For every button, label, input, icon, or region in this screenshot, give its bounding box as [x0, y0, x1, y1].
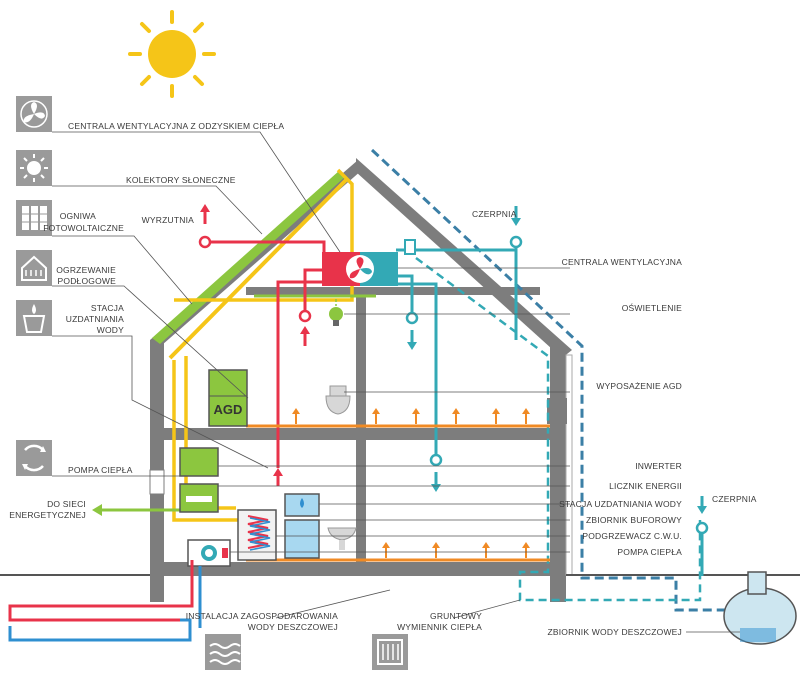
light-wire — [254, 295, 337, 306]
label-zbiornik-deszcz: ZBIORNIK WODY DESZCZOWEJ — [547, 627, 682, 637]
label-pompa-left: POMPA CIEPŁA — [68, 465, 133, 475]
fan-icon — [16, 96, 52, 132]
toilet-icon — [325, 385, 351, 415]
label-stacja-wody: STACJA UZDATNIANIA WODY — [559, 499, 682, 509]
ventilation-ducts — [370, 148, 740, 612]
left-socket — [149, 469, 165, 495]
water-station-icon — [16, 300, 52, 336]
inverter-unit — [179, 447, 219, 477]
label-stacja-2: UZDATNIANIA — [66, 314, 124, 324]
sun-collector-icon — [16, 150, 52, 186]
ground-exchanger-duct — [415, 256, 702, 602]
label-ogniwa-2: FOTOWOLTAICZNE — [43, 223, 124, 233]
window-frame — [565, 354, 573, 576]
label-gruntowy-2: WYMIENNIK CIEPŁA — [397, 622, 482, 632]
label-centrala: CENTRALA WENTYLACYJNA — [562, 257, 683, 267]
ground-exchanger-icon — [372, 634, 408, 670]
grid-arrow-icon — [92, 504, 102, 516]
ventilation-unit — [322, 252, 398, 286]
heat-pump-unit — [187, 539, 231, 567]
label-ogrzewanie-2: PODŁOGOWE — [58, 276, 117, 286]
agd-label: AGD — [214, 402, 243, 417]
label-inwerter: INWERTER — [635, 461, 682, 471]
hot-water-heater — [237, 509, 277, 561]
rainwater-icon — [205, 634, 241, 670]
floor-heating-icon — [16, 250, 52, 286]
label-czerpnia-right: CZERPNIA — [712, 494, 757, 504]
label-ogniwa-1: OGNIWA — [60, 211, 96, 221]
label-stacja-1: STACJA — [91, 303, 124, 313]
sink-icon — [327, 527, 357, 550]
label-licznik: LICZNIK ENERGII — [609, 481, 682, 491]
label-centrala-odzysk: CENTRALA WENTYLACYJNA Z ODZYSKIEM CIEPŁA — [68, 121, 284, 131]
floor-heating-lines — [246, 424, 550, 562]
leader-lines — [52, 131, 740, 633]
water-treatment-station — [284, 493, 320, 517]
label-wyrzutnia: WYRZUTNIA — [142, 215, 194, 225]
label-podgrzewacz: PODGRZEWACZ C.W.U. — [582, 531, 682, 541]
label-instalacja-2: WODY DESZCZOWEJ — [248, 622, 338, 632]
solar-panel-icon — [16, 200, 52, 236]
agd-unit — [208, 369, 248, 427]
label-kolektory: KOLEKTORY SŁONECZNE — [126, 175, 236, 185]
label-oswietlenie: OŚWIETLENIE — [622, 302, 682, 313]
label-zbiornik-buforowy: ZBIORNIK BUFOROWY — [586, 515, 682, 525]
teal-arrows — [407, 206, 707, 514]
label-instalacja-1: INSTALACJA ZAGOSPODAROWANIA — [186, 611, 338, 621]
label-czerpnia-top: CZERPNIA — [472, 209, 517, 219]
exhaust-outlet — [198, 235, 212, 249]
rainwater-tank — [723, 571, 797, 645]
energy-meter — [179, 483, 219, 513]
label-stacja-3: WODY — [97, 325, 124, 335]
ground-coil — [8, 560, 202, 642]
light-bulb-icon — [329, 307, 343, 326]
wall-block — [547, 398, 567, 424]
red-arrows — [200, 204, 310, 486]
label-do-sieci-1: DO SIECI — [47, 499, 86, 509]
label-pompa-right: POMPA CIEPŁA — [617, 547, 682, 557]
label-gruntowy-1: GRUNTOWY — [430, 611, 482, 621]
label-do-sieci-2: ENERGETYCZNEJ — [9, 510, 86, 520]
label-ogrzewanie-1: OGRZEWANIE — [56, 265, 116, 275]
sun-icon — [128, 10, 216, 98]
label-wyposazenie: WYPOSAŻENIE AGD — [596, 381, 682, 391]
exhaust-air-pipes — [205, 240, 326, 468]
heat-pump-icon — [16, 440, 52, 476]
